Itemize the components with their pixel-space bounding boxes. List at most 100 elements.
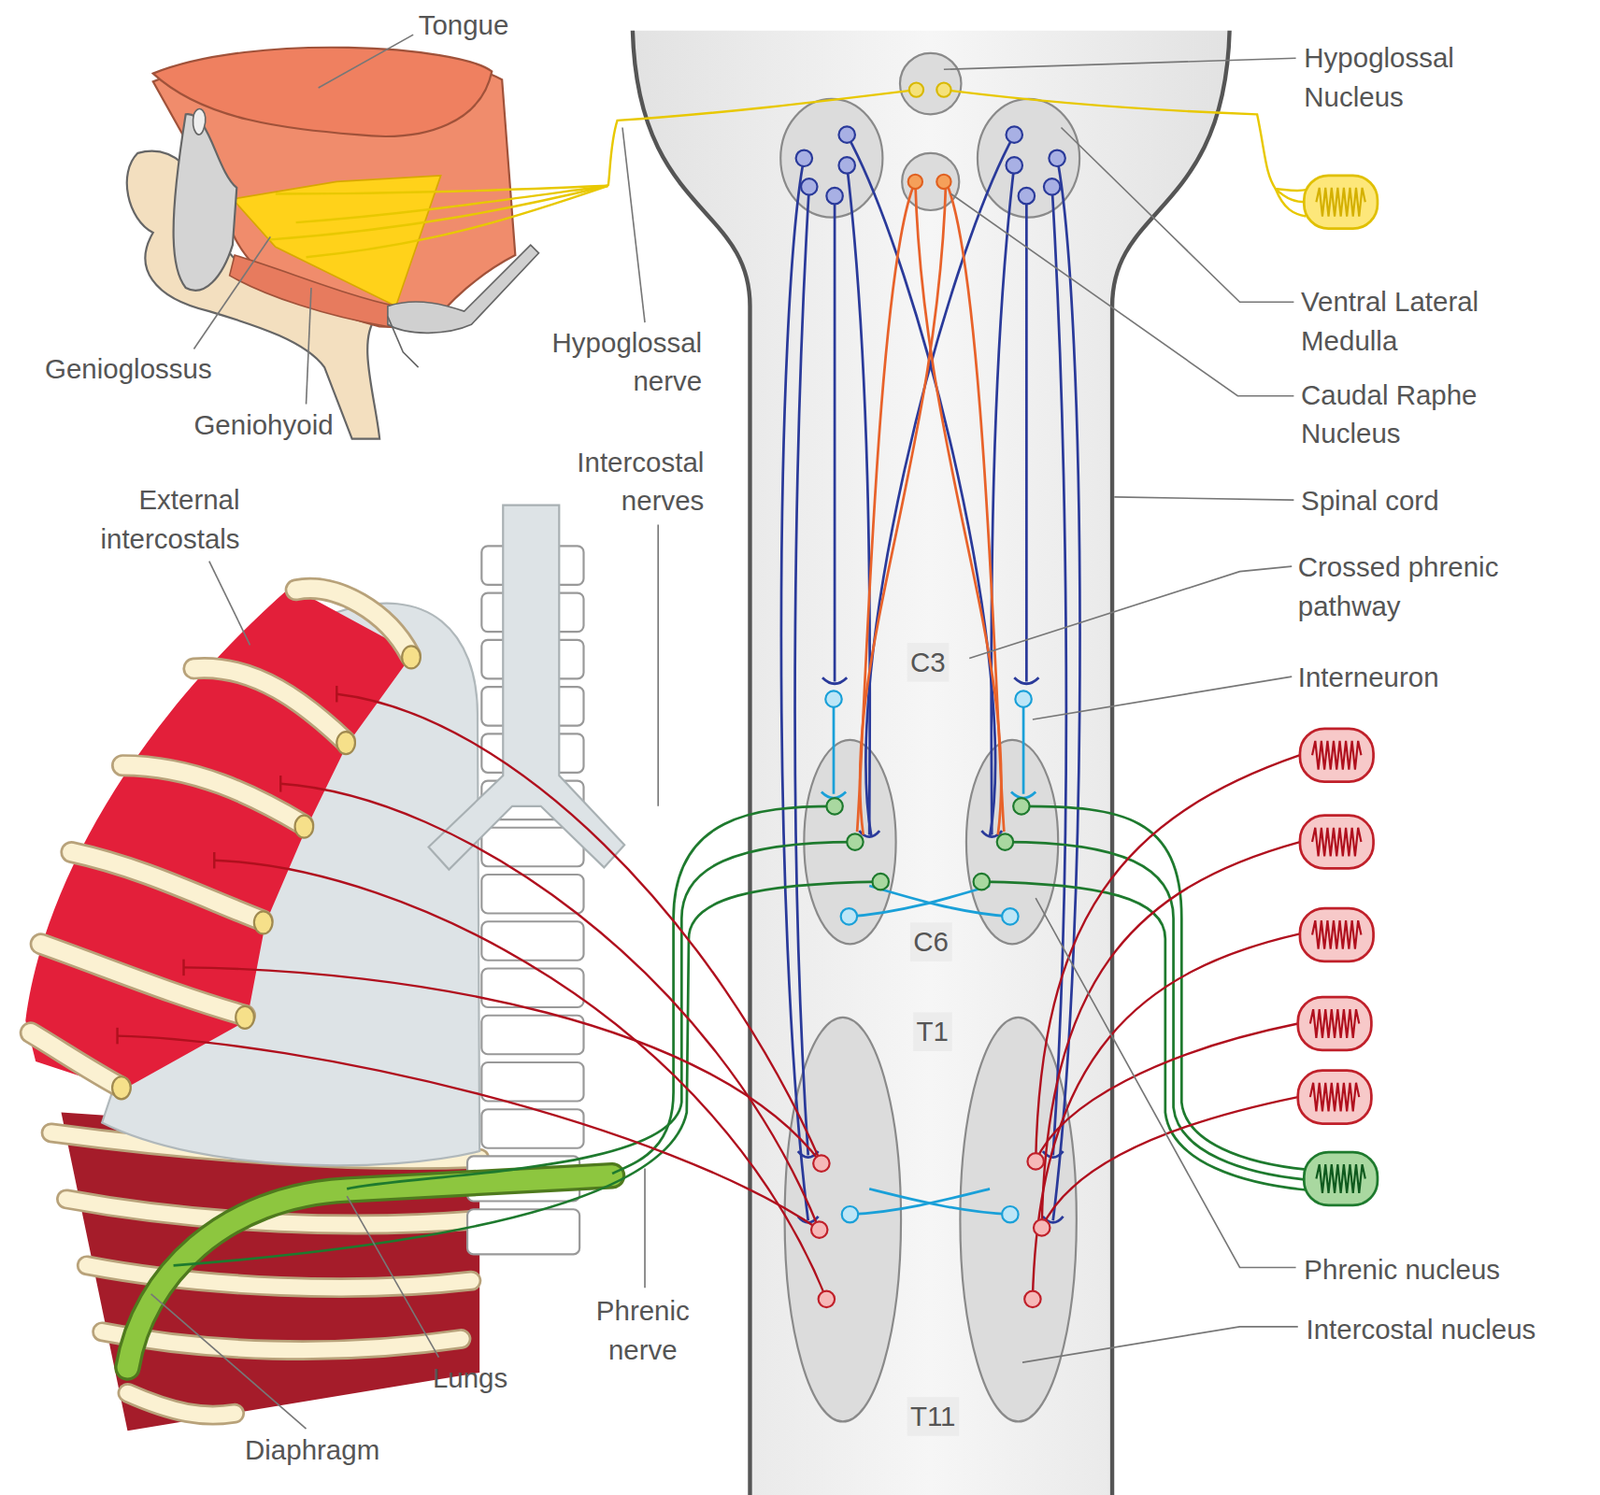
bulbospinal-pathway (795, 186, 810, 1156)
phrenic-nerve-pathway (1004, 842, 1306, 1181)
thorax-illustration (127, 1175, 613, 1368)
nucleus-region (780, 53, 1080, 1423)
leader-line (951, 194, 1295, 397)
part-label: Caudal Raphe Nucleus (1300, 375, 1521, 454)
neuron-cell (908, 174, 923, 189)
neuron-cell (1033, 1219, 1050, 1236)
nucleus-region (900, 53, 962, 115)
interneuron-pathway (832, 707, 836, 795)
thorax-illustration (41, 943, 245, 1015)
neuron-cell (826, 187, 843, 204)
raphe-pathway (857, 181, 1004, 835)
leader-line (943, 57, 1297, 70)
thorax-illustration (296, 588, 411, 656)
intercostal-nerve-pathway (279, 775, 282, 792)
leader-line (1032, 676, 1292, 720)
neuron-cell (841, 908, 858, 925)
thorax-illustration (25, 586, 414, 1090)
tongue-illustration (387, 316, 419, 369)
segment-label: T11 (907, 1397, 959, 1437)
bulbospinal-pathway (1025, 196, 1029, 683)
tongue-illustration (192, 109, 205, 136)
intercostal-nerve-pathway (182, 959, 185, 976)
neuron-cell (871, 873, 888, 890)
intercostal-nerve-pathway (336, 694, 822, 1164)
thorax-illustration (254, 911, 273, 934)
neuron-cell (796, 82, 1066, 1308)
leader-line (306, 287, 312, 405)
interneuron-pathway (1011, 792, 1036, 800)
leader-line (1035, 898, 1296, 1268)
bulbospinal-pathway (833, 196, 837, 683)
neuron-cell (1024, 1291, 1041, 1308)
leader-line (209, 561, 251, 646)
hypoglossal-pathway (943, 89, 1307, 191)
interneuron-pathway (1022, 707, 1026, 795)
thorax-illustration (112, 645, 421, 1100)
hypoglossal-pathway (1275, 188, 1307, 216)
spinal-cord-outline (1112, 30, 1230, 1495)
phrenic-nerve-pathway (173, 806, 1307, 1266)
interneuron-pathway (821, 707, 1036, 1215)
leader-line (969, 566, 1292, 658)
part-label: Hypoglossal Nucleus (1303, 39, 1488, 117)
neuron-cell (1043, 178, 1060, 195)
segment-label: C6 (910, 922, 952, 962)
tongue-illustration (229, 255, 397, 327)
bulbospinal-pathway (1053, 157, 1081, 1221)
leader-line (657, 524, 659, 806)
part-label: Ventral Lateral Medulla (1300, 283, 1521, 361)
hypoglossal-pathway (267, 89, 1306, 258)
hypoglossal-pathway (608, 89, 917, 186)
leader-line (346, 1196, 439, 1358)
phrenic-nerve-pathway (346, 842, 856, 1189)
muscle-icon (1298, 997, 1372, 1051)
intercostal-nerve-pathway (117, 685, 1300, 1300)
leader-line (1114, 497, 1294, 500)
muscle-icon (1300, 908, 1374, 962)
neuron-cell (997, 833, 1014, 850)
part-label: Interneuron (1298, 657, 1440, 698)
part-label: Lungs (432, 1359, 508, 1400)
neuron-cell (1001, 1206, 1018, 1223)
intercostal-nerve-pathway (1035, 1023, 1299, 1161)
intercostal-nerve-pathway (115, 1028, 118, 1044)
intercostal-nerve-pathway (1032, 933, 1300, 1300)
part-label: Intercostal nerves (530, 442, 705, 521)
neuron-cell (796, 126, 1066, 204)
leader-line (1022, 1327, 1299, 1363)
spinal-cord-outline (632, 30, 1230, 1495)
thorax-illustration (30, 1032, 121, 1087)
part-label: Crossed phrenic pathway (1298, 548, 1543, 627)
thorax-illustration (336, 731, 356, 755)
thorax-illustration (193, 668, 345, 742)
thorax-illustration (481, 921, 584, 961)
part-label: Phrenic nucleus (1303, 1250, 1500, 1290)
tongue-illustration (173, 114, 238, 291)
tongue-illustration (153, 47, 492, 137)
bulbospinal-pathway (822, 677, 847, 685)
bulbospinal-pathway (781, 134, 1081, 1223)
neuron-cell (796, 150, 813, 167)
thorax-illustration (481, 1015, 584, 1056)
thorax-illustration (295, 815, 315, 839)
leader-line (151, 1294, 307, 1429)
part-label: Hypoglossal nerve (518, 323, 703, 401)
part-label: External intercostals (56, 480, 241, 558)
neuron-cell (825, 690, 842, 707)
raphe-pathway (859, 181, 946, 835)
intercostal-nerve-pathway (1035, 755, 1300, 1162)
thorax-illustration (86, 1265, 472, 1288)
thorax-illustration (428, 505, 626, 871)
neuron-cell (1006, 126, 1023, 143)
neuron-cell (826, 798, 843, 815)
neuron-cell (818, 1291, 835, 1308)
intercostal-nerve-pathway (280, 784, 819, 1230)
bulbospinal-pathway (781, 157, 809, 1221)
neuron-cell (842, 1206, 858, 1223)
neuron-cell (1018, 187, 1035, 204)
leader-line (622, 128, 645, 324)
thorax-illustration (193, 668, 345, 742)
part-label: Spinal cord (1300, 482, 1439, 522)
